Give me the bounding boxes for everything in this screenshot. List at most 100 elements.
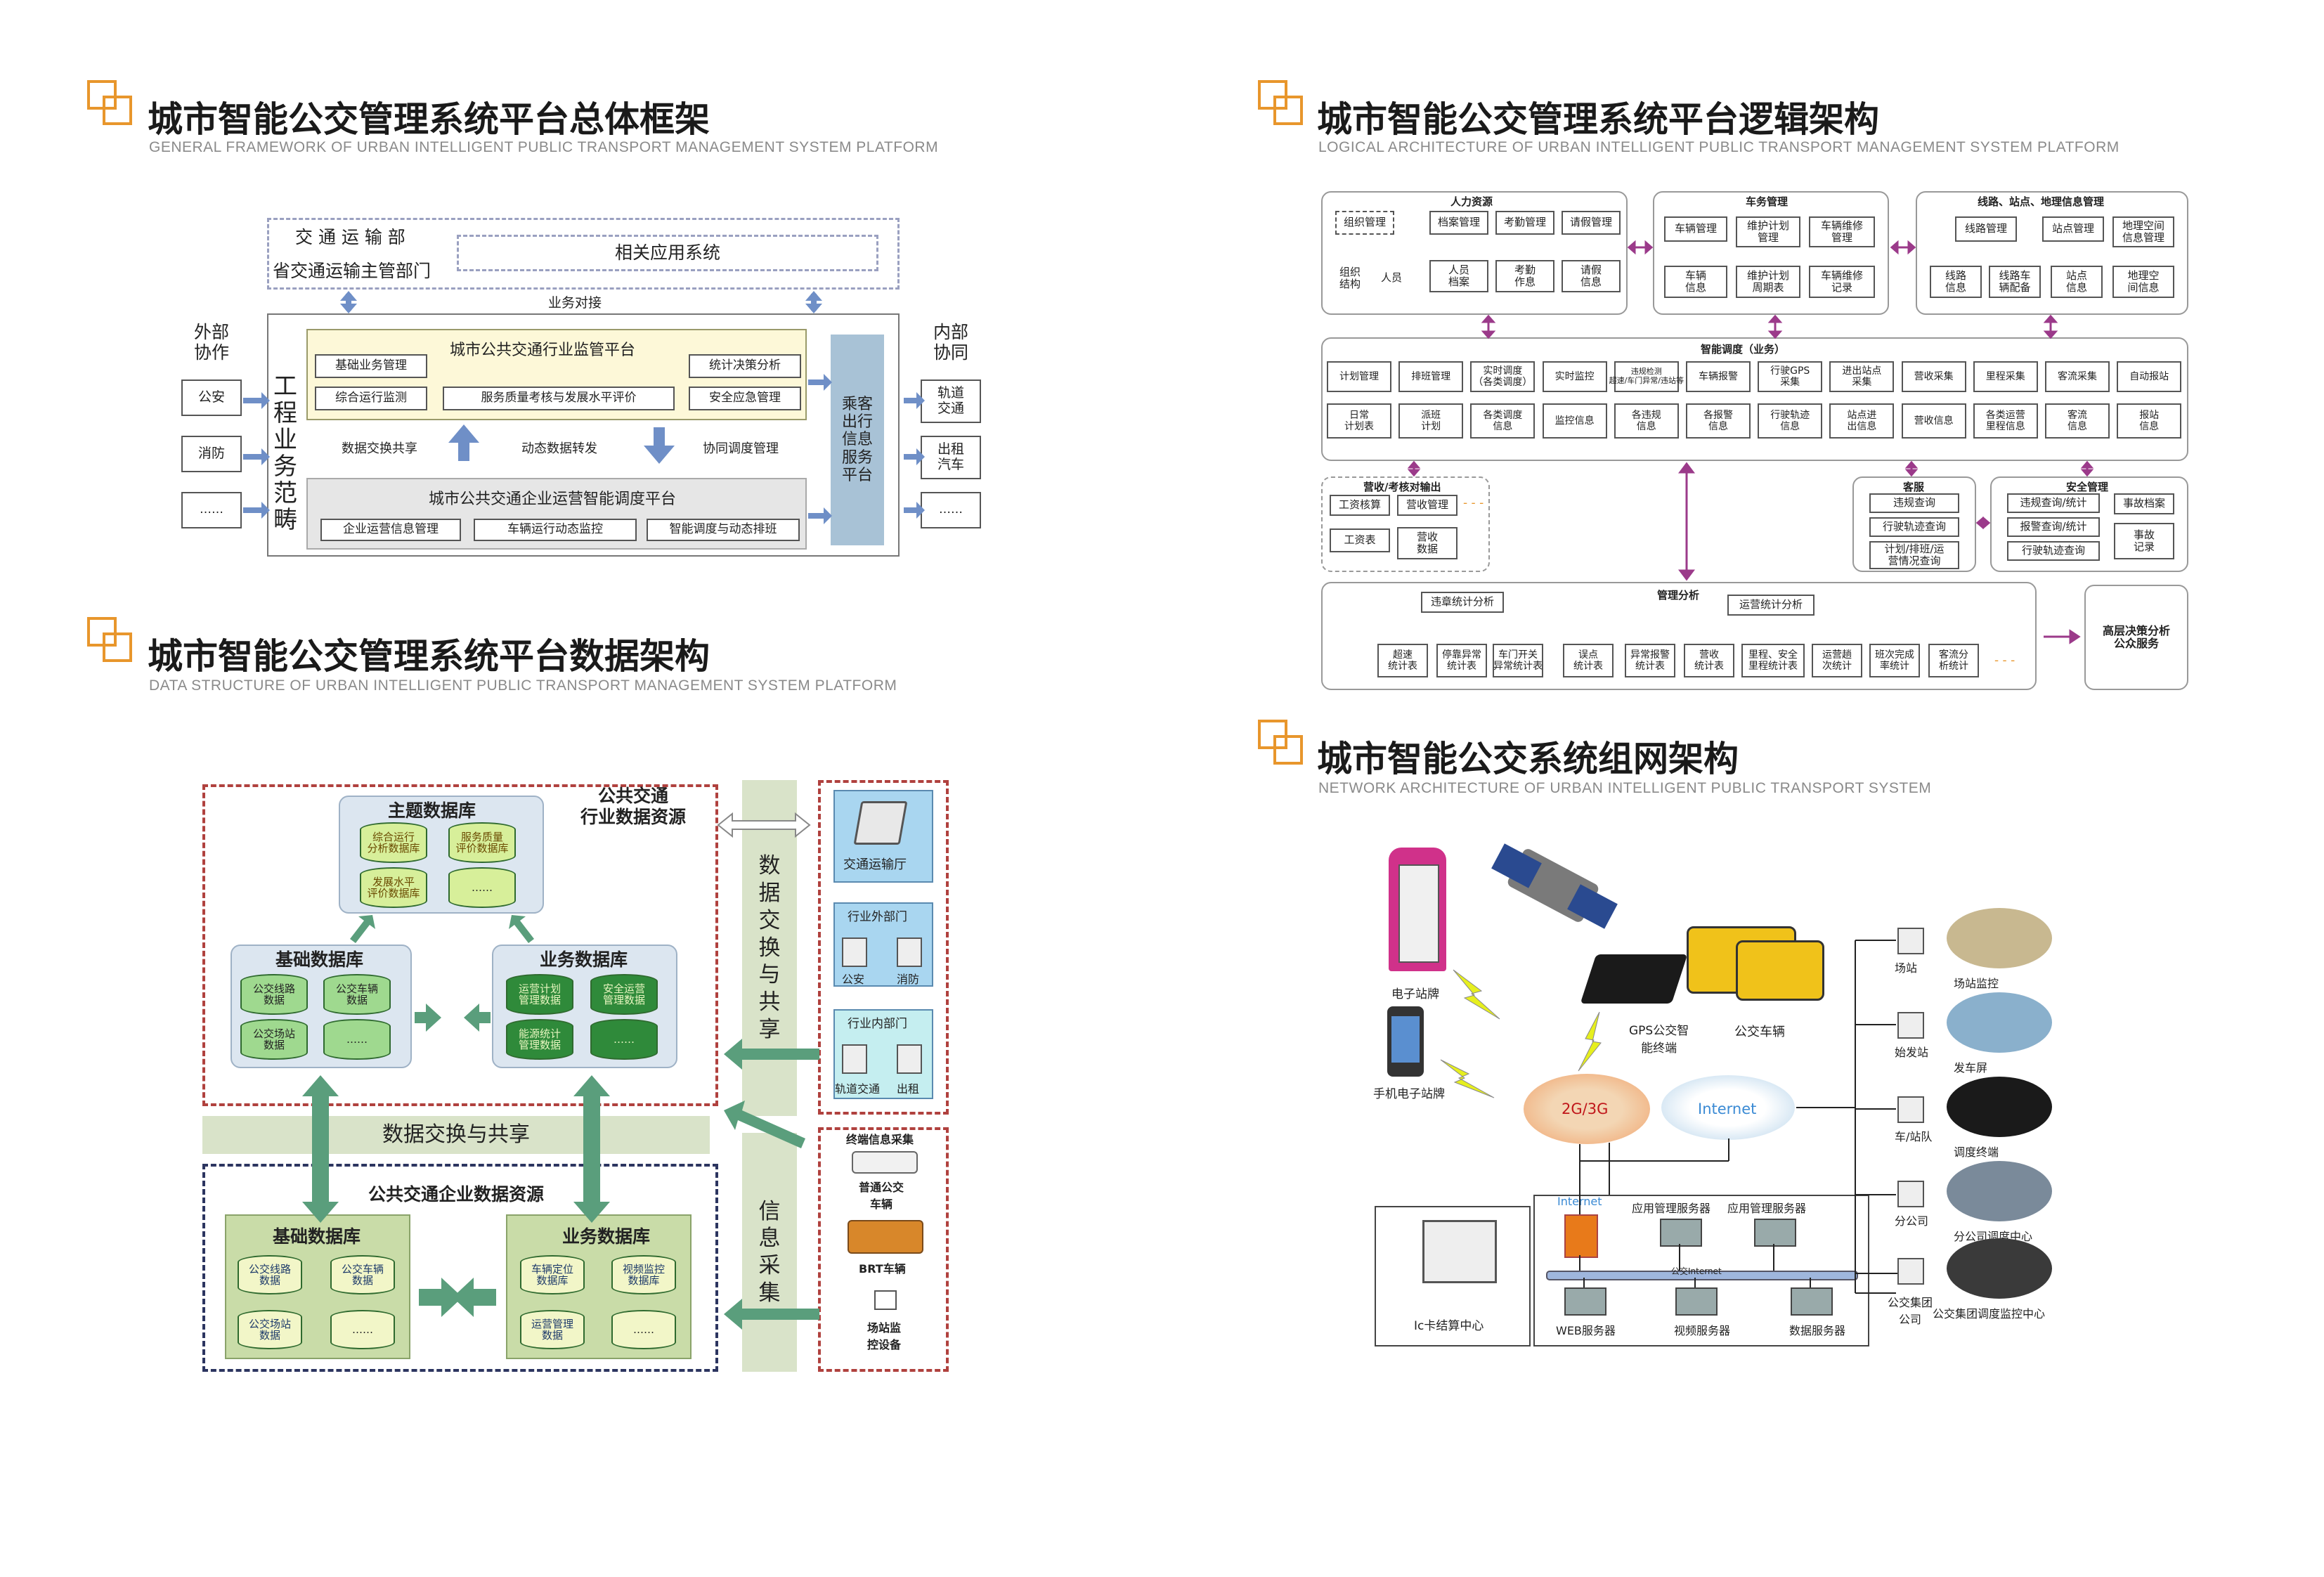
dispatch-bottom-item: 各违规 信息	[1614, 403, 1679, 439]
dispatch-title: 智能调度（业务）	[1701, 343, 1786, 356]
regulatory-platform-title: 城市公共交通行业监管平台	[450, 342, 636, 359]
dispatch-top-item: 行驶GPS 采集	[1758, 361, 1823, 392]
base-db-item: ……	[323, 1019, 391, 1060]
ent-base-db-item: 公交场站 数据	[238, 1310, 302, 1349]
analysis-right-label: 运营统计分析	[1727, 595, 1815, 616]
safety-item: 违规查询/统计	[2007, 493, 2100, 513]
ent-item: 企业运营信息管理	[320, 519, 461, 541]
section-logo-icon	[1258, 80, 1314, 136]
dispatch-top-item: 客流采集	[2045, 361, 2110, 392]
hr-item: 人员	[1380, 271, 1402, 285]
vertical-exchange-bar: 数 据 交 换 与 共 享	[742, 780, 797, 1116]
dispatch-top-item: 进出站点 采集	[1829, 361, 1895, 392]
terminal-item: 普通公交 车辆	[859, 1181, 904, 1211]
analysis-item: 停靠异常 统计表	[1436, 644, 1487, 677]
bus-icon	[852, 1151, 918, 1174]
internal-item: 轨道 交通	[921, 379, 981, 423]
analysis-item: 车门开关 异常统计表	[1493, 644, 1543, 677]
hr-item: 组织 结构	[1339, 265, 1361, 290]
server-icon	[1754, 1219, 1796, 1247]
ent-biz-db-item: 车辆定位 数据库	[520, 1255, 585, 1294]
biz-link-label: 业务对接	[548, 295, 602, 311]
analysis-item: 超速 统计表	[1377, 644, 1428, 677]
section-title: 城市智能公交管理系统平台数据架构	[148, 636, 710, 677]
building-icon	[1897, 1096, 1924, 1123]
route-item: 站点 信息	[2051, 266, 2103, 298]
ent-base-db-item: 公交线路 数据	[238, 1255, 302, 1294]
section-title: 城市智能公交系统组网架构	[1317, 739, 1739, 779]
analysis-module	[1321, 582, 2037, 690]
building-icon	[1897, 1258, 1924, 1285]
biz-db-item: 安全运营 管理数据	[590, 974, 658, 1015]
lan-bus-line	[1546, 1271, 1858, 1280]
internet-label: Internet	[1698, 1101, 1757, 1117]
computer-icon	[1422, 1220, 1497, 1283]
industry-data-frame	[202, 784, 718, 1106]
site-photo	[1947, 1161, 2052, 1221]
authority-label-2: 省交通运输主管部门	[273, 261, 431, 281]
hr-item: 人员 档案	[1429, 260, 1488, 292]
dispatch-top-item: 车辆报警	[1686, 361, 1751, 392]
reg-item: 基础业务管理	[315, 354, 427, 378]
hr-item: 考勤 作息	[1495, 260, 1554, 292]
network-node-caption: 公交集团调度监控中心	[1933, 1307, 2046, 1320]
revenue-ellipsis: - - -	[1463, 496, 1484, 510]
cloud-icon	[1524, 1074, 1650, 1144]
site-photo	[1947, 908, 2052, 968]
web-server-label: WEB服务器	[1556, 1324, 1616, 1337]
mobile-icon	[1387, 1006, 1424, 1077]
related-apps-box: 相关应用系统	[457, 235, 878, 271]
reg-item: 服务质量考核与发展水平评价	[443, 387, 675, 410]
dispatch-top-item: 实时监控	[1542, 361, 1607, 392]
ent-biz-db-item: 视频监控 数据库	[611, 1255, 676, 1294]
analysis-item: 里程、安全 里程统计表	[1741, 644, 1805, 677]
hr-item: 档案管理	[1429, 211, 1488, 235]
section-logo-icon	[1258, 720, 1314, 776]
biz-db-item: 能源统计 管理数据	[506, 1019, 573, 1060]
dispatch-top-item: 营收采集	[1901, 361, 1966, 392]
route-item: 地理空间 信息管理	[2112, 216, 2174, 247]
service-item: 行驶轨迹查询	[1869, 517, 1959, 537]
analysis-item: 班次完成 率统计	[1869, 644, 1920, 677]
vertical-collect-bar: 信 息 采 集	[742, 1133, 797, 1372]
section-title: 城市智能公交管理系统平台逻辑架构	[1317, 99, 1879, 140]
mid-label: 动态数据转发	[521, 441, 597, 456]
network-node-label: 公交集团 公司	[1888, 1296, 1933, 1326]
server-icon	[842, 1044, 867, 1074]
analysis-ellipsis: - - -	[1994, 654, 2015, 668]
site-photo	[1947, 1238, 2052, 1299]
vehicle-item: 车辆 信息	[1664, 266, 1727, 298]
analysis-item: 运营趟 次统计	[1812, 644, 1862, 677]
section-logo-icon	[87, 617, 143, 673]
site-photo	[1947, 1077, 2052, 1137]
dispatch-top-item: 排班管理	[1398, 361, 1464, 392]
analysis-item: 异常报警 统计表	[1625, 644, 1675, 677]
db-server-label: 数据服务器	[1789, 1324, 1846, 1337]
safety-module	[1990, 476, 2188, 572]
route-item: 线路车 辆配备	[1989, 266, 2041, 298]
dispatch-bottom-item: 营收信息	[1901, 403, 1966, 439]
reg-item: 统计决策分析	[689, 354, 801, 378]
mid-label: 数据交换共享	[342, 441, 417, 456]
dispatch-top-item: 自动报站	[2117, 361, 2182, 392]
network-node-caption: 场站监控	[1954, 977, 1999, 990]
biz-db-item: 运营计划 管理数据	[506, 974, 573, 1015]
dispatch-bottom-item: 各报警 信息	[1686, 403, 1751, 439]
terminal-frame	[818, 1127, 949, 1372]
server-icon	[1675, 1287, 1718, 1316]
service-item: 计划/排班/运 营情况查询	[1869, 541, 1959, 569]
revenue-item: 营收管理	[1397, 495, 1458, 516]
transport-hall-label: 交通运输厅	[843, 857, 907, 872]
scope-label: 工 程 业 务 范 畴	[273, 372, 297, 535]
theme-db-item: 综合运行 分析数据库	[360, 822, 427, 863]
biz-db-item: ……	[590, 1019, 658, 1060]
server-icon	[1791, 1287, 1833, 1316]
lan-label: 公交Internet	[1671, 1266, 1722, 1276]
internal-item: ……	[921, 492, 981, 528]
section-subtitle: NETWORK ARCHITECTURE OF URBAN INTELLIGEN…	[1318, 780, 1932, 796]
stop-sign-label: 电子站牌	[1391, 987, 1439, 1001]
route-title: 线路、站点、地理信息管理	[1978, 195, 2105, 208]
dispatch-bottom-item: 站点进 出信息	[1829, 403, 1895, 439]
